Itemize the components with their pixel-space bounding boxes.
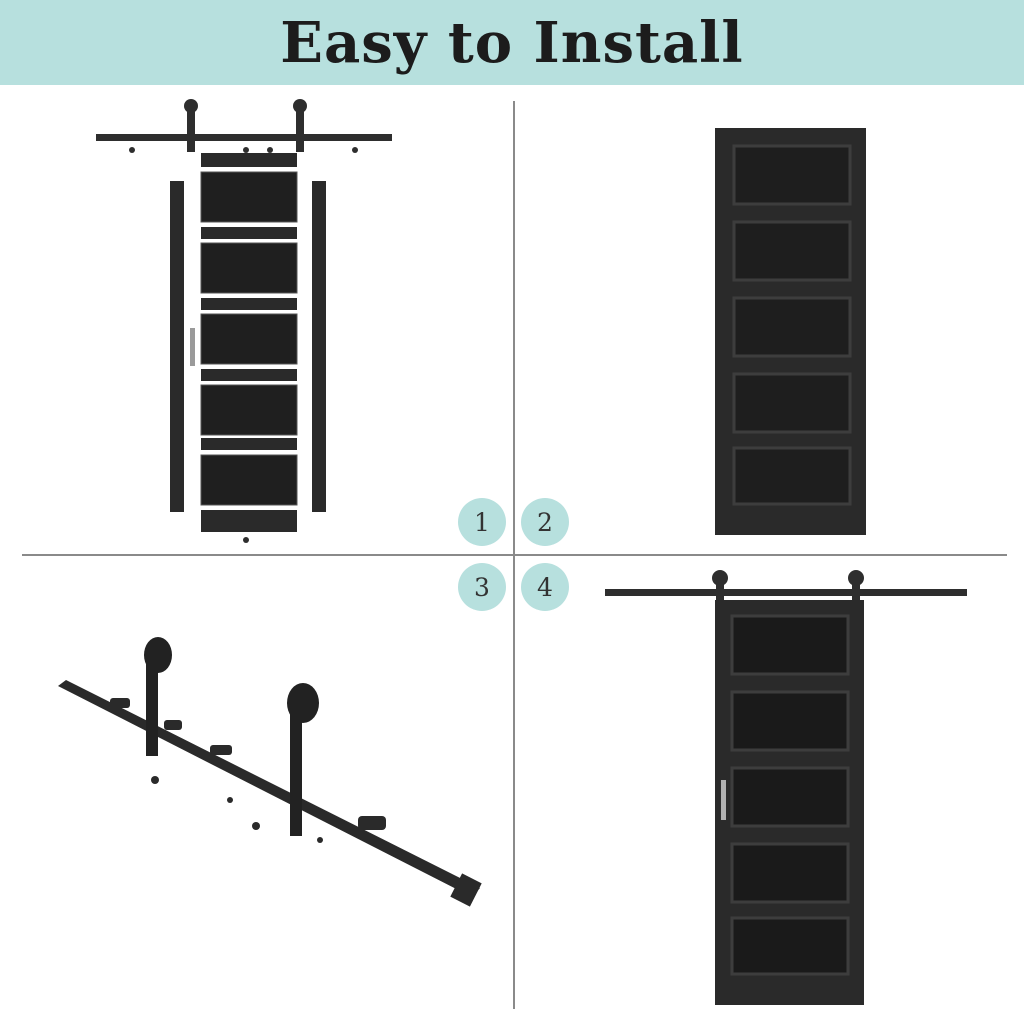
step-badge-4: 4	[521, 563, 569, 611]
step-badge-3: 3	[458, 563, 506, 611]
title-banner: Easy to Install	[0, 0, 1024, 85]
step-number: 4	[537, 572, 553, 602]
step-number: 1	[474, 507, 490, 537]
step-number: 3	[474, 572, 490, 602]
step-number: 2	[537, 507, 553, 537]
step-badge-1: 1	[458, 498, 506, 546]
horizontal-divider	[22, 554, 1007, 556]
page-title: Easy to Install	[280, 9, 744, 76]
step-badge-2: 2	[521, 498, 569, 546]
